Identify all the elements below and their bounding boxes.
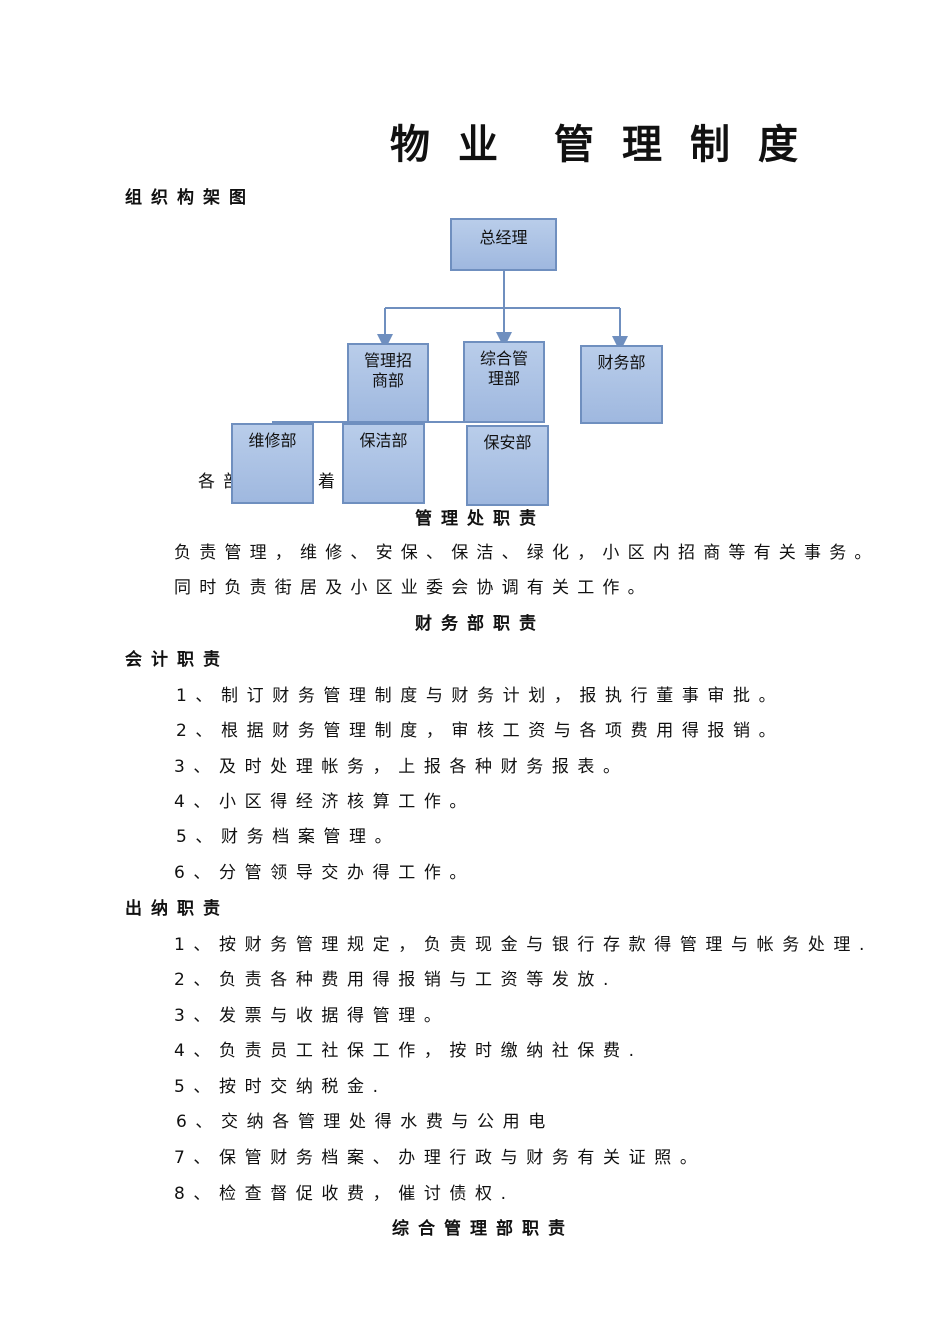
- page-title: 物业 管理制度: [390, 112, 826, 170]
- title-char: 物: [390, 122, 436, 168]
- list-item: 4、小区得经济核算工作。: [174, 792, 476, 812]
- org-chart-heading: 组织构架图: [125, 188, 255, 208]
- title-char: 制: [690, 122, 736, 168]
- list-item: 1、按财务管理规定，负责现金与银行存款得管理与帐务处理.: [174, 935, 874, 955]
- list-item: 2、根据财务管理制度，审核工资与各项费用得报销。: [176, 721, 785, 741]
- list-item: 1、制订财务管理制度与财务计划，报执行董事审批。: [176, 686, 785, 706]
- title-char: 理: [622, 122, 668, 168]
- list-item: 5、按时交纳税金.: [174, 1077, 387, 1097]
- org-node-finance: 财务部: [580, 345, 663, 424]
- list-item: 7、保管财务档案、办理行政与财务有关证照。: [174, 1148, 706, 1168]
- cashier-heading: 出纳职责: [125, 899, 229, 919]
- body-line: 同时负责街居及小区业委会协调有关工作。: [174, 578, 653, 598]
- title-char: 度: [758, 122, 804, 168]
- title-char: 管: [554, 122, 600, 168]
- org-node-mgmt-recruit: 管理招 商部: [347, 343, 429, 423]
- mgmt-office-heading: 管理处职责: [415, 509, 545, 529]
- list-item: 3、发票与收据得管理。: [174, 1006, 450, 1026]
- org-node-cleaning: 保洁部: [342, 423, 425, 504]
- general-mgmt-heading: 综合管理部职责: [392, 1219, 574, 1239]
- list-item: 6、分管领导交办得工作。: [174, 863, 476, 883]
- org-node-security: 保安部: [466, 425, 549, 506]
- org-node-general-manager: 总经理: [450, 218, 557, 271]
- list-item: 8、检查督促收费，催讨债权.: [174, 1184, 515, 1204]
- list-item: 6、交纳各管理处得水费与公用电: [176, 1112, 554, 1132]
- finance-heading: 财务部职责: [415, 614, 545, 634]
- list-item: 4、负责员工社保工作，按时缴纳社保费.: [174, 1041, 643, 1061]
- note-left: 各部: [198, 472, 249, 492]
- list-item: 5、财务档案管理。: [176, 827, 401, 847]
- list-item: 3、及时处理帐务，上报各种财务报表。: [174, 757, 629, 777]
- title-char: 业: [458, 122, 504, 168]
- note-right: 着: [318, 472, 344, 492]
- accounting-heading: 会计职责: [125, 650, 229, 670]
- list-item: 2、负责各种费用得报销与工资等发放.: [174, 970, 618, 990]
- body-line: 负责管理，维修、安保、保洁、绿化，小区内招商等有关事务。: [174, 543, 880, 563]
- org-node-general-mgmt: 综合管 理部: [463, 341, 545, 423]
- org-node-maintenance: 维修部: [231, 423, 314, 504]
